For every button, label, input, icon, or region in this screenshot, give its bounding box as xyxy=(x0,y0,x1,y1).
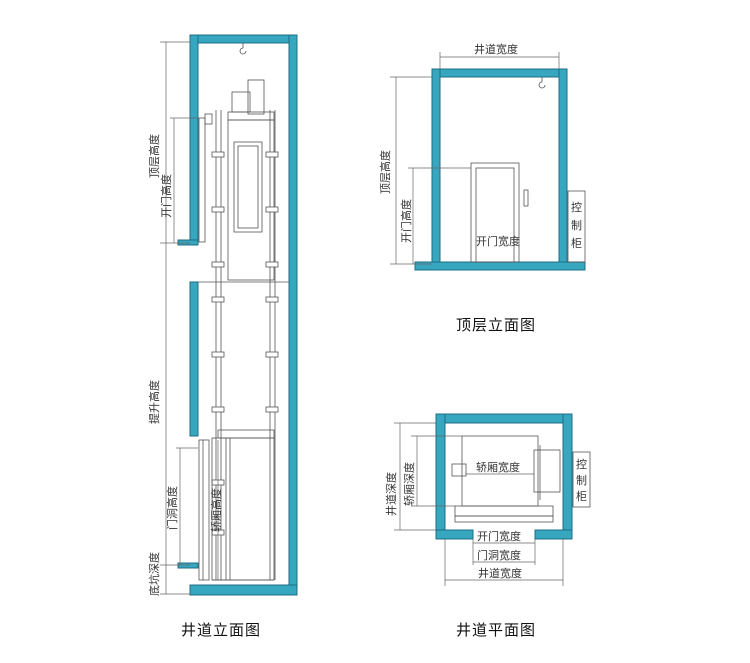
plan-rail-left xyxy=(451,463,467,477)
shaft-plan-drawing: 控 制 柜 井道深度 轿厢深度 轿厢宽度 开门宽度 门洞宽度 井道宽度 xyxy=(384,413,591,586)
label-shaft-width-top: 井道宽度 xyxy=(474,42,518,56)
label-car-width: 轿厢宽度 xyxy=(476,460,520,474)
label-door-hole-height: 门洞高度 xyxy=(165,486,179,530)
control-cabinet-char: 控 xyxy=(571,200,582,214)
counterweight-block xyxy=(233,141,263,233)
counterweight-frame xyxy=(227,119,275,281)
lifting-hook-icon xyxy=(239,43,247,55)
shaft-right-wall xyxy=(288,34,298,596)
label-top-floor-height-2: 顶层高度 xyxy=(378,150,392,194)
plan-right-wall xyxy=(562,413,573,540)
control-cabinet-char: 柜 xyxy=(571,237,582,250)
top-floor-elevation-drawing: 控 制 柜 井道宽度 顶层高度 开门高度 开门宽度 xyxy=(378,42,586,271)
label-car-depth: 轿厢深度 xyxy=(402,462,416,506)
label-door-open-height-2: 开门高度 xyxy=(399,199,413,243)
shaft-pit-floor xyxy=(189,584,298,596)
car-door xyxy=(198,439,210,581)
label-shaft-depth: 井道深度 xyxy=(384,472,398,516)
plan-counterweight xyxy=(533,449,561,493)
plan-front-wall-right xyxy=(534,529,573,540)
shaft-top-wall xyxy=(189,34,298,44)
shaft-left-wall-middle xyxy=(189,281,199,437)
plan-back-wall xyxy=(435,413,573,424)
control-cabinet-char: 制 xyxy=(571,219,582,232)
label-travel-height: 提升高度 xyxy=(147,380,161,424)
label-car-height: 轿厢高度 xyxy=(209,488,223,532)
control-cabinet-char: 制 xyxy=(576,474,587,487)
car-top-beam xyxy=(217,429,275,439)
motor-icon xyxy=(231,91,251,113)
top-floor-slab xyxy=(414,261,586,271)
plan-car-sill xyxy=(454,505,554,517)
plan-front-wall-left xyxy=(435,529,474,540)
top-floor-ceiling-wall xyxy=(431,68,568,78)
top-floor-left-wall xyxy=(431,68,441,271)
label-door-open-width: 开门宽度 xyxy=(477,529,521,543)
plan-landing-sill xyxy=(454,515,554,523)
lifting-hook-icon-2 xyxy=(538,77,546,89)
shaft-elevation-drawing: 顶层高度 开门高度 提升高度 门洞高度 轿厢高度 底坑深度 xyxy=(147,34,298,596)
upper-landing-door xyxy=(198,117,206,243)
control-cabinet xyxy=(567,190,586,263)
label-door-open-height: 开门高度 xyxy=(159,174,173,218)
control-cabinet-char: 控 xyxy=(576,457,587,471)
caption-top-floor-elevation: 顶层立面图 xyxy=(456,316,536,334)
control-cabinet-char: 柜 xyxy=(576,490,587,503)
label-shaft-width-plan: 井道宽度 xyxy=(478,566,522,580)
call-button-panel xyxy=(523,189,529,207)
label-door-hole-width: 门洞宽度 xyxy=(477,548,521,562)
label-pit-depth: 底坑深度 xyxy=(147,552,161,596)
caption-shaft-plan: 井道平面图 xyxy=(456,621,536,639)
top-landing-slab xyxy=(177,239,199,246)
plan-control-cabinet xyxy=(572,451,591,508)
caption-shaft-elevation: 井道立面图 xyxy=(181,621,261,639)
shaft-left-wall-upper xyxy=(189,34,199,244)
label-top-floor-height: 顶层高度 xyxy=(147,134,161,178)
bottom-landing-slab xyxy=(177,562,199,569)
plan-left-wall xyxy=(435,413,446,540)
landing-door xyxy=(475,167,515,263)
label-door-open-width-top: 开门宽度 xyxy=(476,234,520,248)
top-floor-right-wall xyxy=(558,68,568,271)
